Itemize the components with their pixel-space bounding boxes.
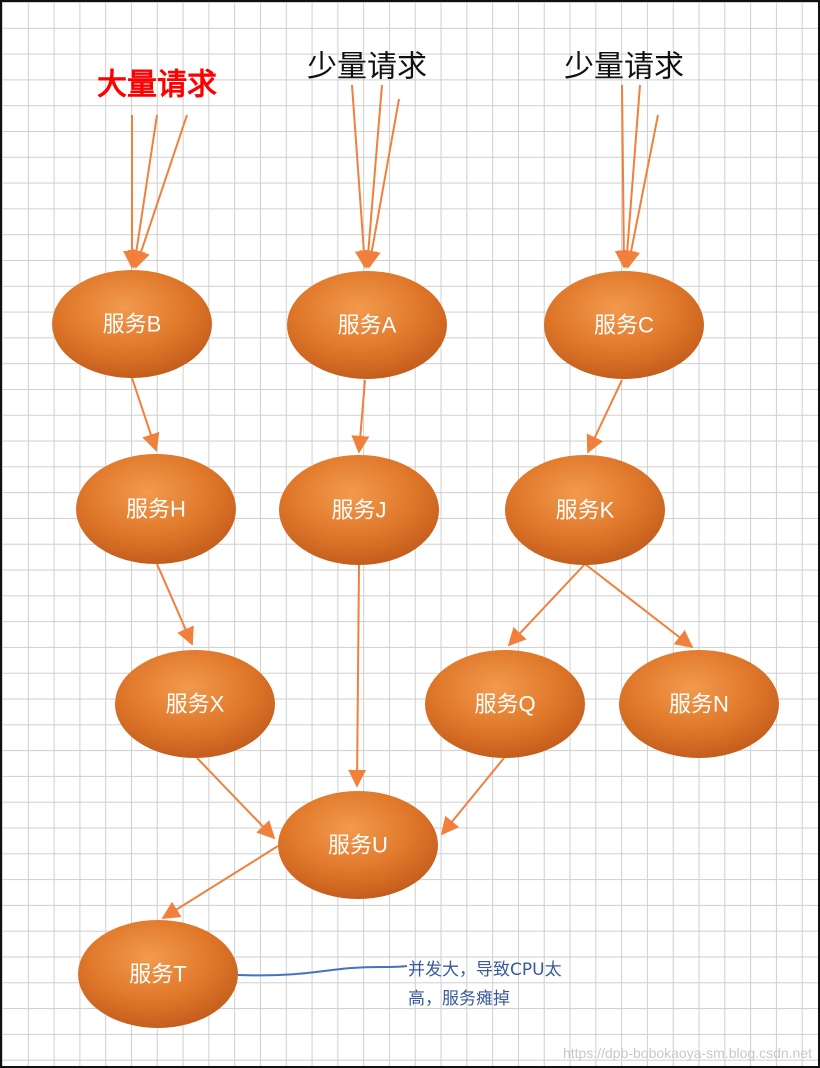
node-c: 服务C — [544, 271, 704, 379]
node-t-shape — [78, 920, 238, 1028]
node-h-shape — [76, 454, 236, 564]
light-request-label-a: 少量请求 — [307, 50, 427, 85]
node-t: 服务T — [78, 920, 238, 1028]
node-b: 服务B — [52, 270, 212, 378]
request-arrow — [127, 114, 158, 269]
node-q-shape — [425, 650, 585, 758]
heavy-request-label: 大量请求 — [97, 68, 217, 103]
node-t-label: 服务T — [129, 962, 186, 987]
node-a-shape — [287, 271, 447, 379]
node-j: 服务J — [279, 455, 439, 565]
node-u: 服务U — [278, 791, 438, 899]
request-arrow — [351, 84, 373, 269]
node-q-label: 服务Q — [474, 692, 535, 717]
request-arrow — [132, 114, 188, 269]
arrow-a-to-j — [351, 379, 370, 454]
arrow-c-to-k — [586, 379, 623, 454]
light-request-label-c: 少量请求 — [564, 50, 684, 85]
arrow-u-to-t — [161, 845, 279, 919]
request-arrow — [362, 98, 400, 269]
node-u-label: 服务U — [328, 833, 388, 858]
node-h: 服务H — [76, 454, 236, 564]
node-a: 服务A — [287, 271, 447, 379]
node-n: 服务N — [619, 650, 779, 758]
arrow-h-to-x — [156, 563, 194, 646]
request-arrow — [622, 114, 659, 269]
node-k-shape — [505, 455, 665, 565]
note-line-1: 并发大，导致CPU太 — [408, 960, 562, 980]
node-q: 服务Q — [425, 650, 585, 758]
node-x: 服务X — [115, 650, 275, 758]
node-x-shape — [115, 650, 275, 758]
node-a-label: 服务A — [338, 313, 397, 338]
arrow-q-to-u — [440, 757, 505, 836]
node-n-label: 服务N — [669, 692, 729, 717]
node-k: 服务K — [505, 455, 665, 565]
arrow-x-to-u — [196, 757, 276, 840]
dependency-arrows — [131, 377, 694, 919]
arrow-j-to-u — [348, 564, 367, 788]
request-arrows — [123, 84, 659, 269]
request-arrow — [618, 84, 641, 269]
request-arrow — [614, 84, 633, 269]
node-u-shape — [278, 791, 438, 899]
watermark-text: https://dpb-bobokaoya-sm.blog.csdn.net — [563, 1045, 812, 1061]
node-n-shape — [619, 650, 779, 758]
node-k-label: 服务K — [556, 498, 615, 523]
node-c-label: 服务C — [594, 313, 654, 338]
request-arrow — [359, 84, 383, 269]
arrow-k-to-q — [507, 563, 586, 647]
arrow-b-to-h — [131, 377, 160, 452]
node-b-shape — [52, 270, 212, 378]
note-connector — [237, 965, 408, 977]
node-h-label: 服务H — [126, 497, 186, 522]
node-c-shape — [544, 271, 704, 379]
node-j-label: 服务J — [331, 498, 386, 523]
node-j-shape — [279, 455, 439, 565]
node-b-label: 服务B — [103, 312, 162, 337]
arrow-k-to-n — [584, 563, 694, 649]
note-line-2: 高，服务瘫掉 — [408, 989, 510, 1009]
node-x-label: 服务X — [166, 692, 225, 717]
